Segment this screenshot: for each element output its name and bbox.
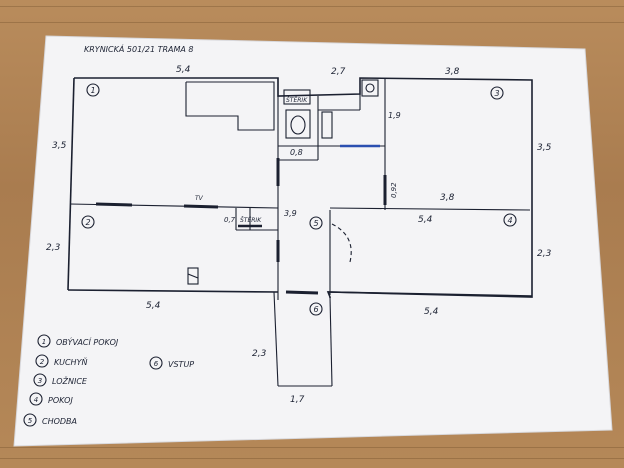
dim-bottom-right: 5,4 [424,307,439,317]
dim-top-left: 5,4 [176,65,191,75]
svg-text:4: 4 [34,396,38,404]
svg-text:4: 4 [507,216,512,225]
dim-top-mid: 2,7 [331,67,346,77]
dim-entry-h: 2,3 [252,349,267,359]
dim-entry-w: 1,7 [290,395,305,405]
svg-text:5: 5 [28,417,33,425]
dim-mid-right2: 5,4 [418,215,433,225]
dim-right-lower: 2,3 [537,249,552,259]
kitchen-appliance [187,267,199,285]
legend-item-2: KUCHYŇ [54,356,87,367]
tv-label: TV [195,195,204,202]
openings [95,144,387,295]
bathroom-fixtures [283,79,379,139]
room-number-2: 2 [81,215,95,229]
dim-left-upper: 3,5 [52,141,67,151]
inner-walls [69,78,531,300]
dim-bath: 1,9 [388,111,401,120]
legend-item-1: OBÝVACÍ POKOJ [56,336,119,347]
legend: 1 OBÝVACÍ POKOJ 2 KUCHYŇ 3 LOŽNICE 4 POK… [23,334,194,427]
dim-top-right: 3,8 [445,67,460,77]
entry-walls [273,291,333,387]
room-number-1: 1 [86,83,100,97]
svg-text:3: 3 [38,377,42,385]
room-number-3: 3 [490,86,504,100]
svg-text:1: 1 [42,338,46,346]
svg-text:1: 1 [90,86,95,95]
kitchen-counter [185,81,275,131]
legend-item-3: LOŽNICE [52,375,88,386]
svg-text:6: 6 [313,305,318,314]
paper-sheet [13,35,613,447]
svg-text:6: 6 [154,360,159,368]
svg-text:2: 2 [40,358,45,366]
dim-bottom-left: 5,4 [146,301,161,311]
room-number-5: 5 [309,216,323,230]
legend-item-6: VSTUP [168,360,194,369]
svg-text:3: 3 [494,89,499,98]
dim-door: 0,8 [290,148,303,157]
door-swing [331,223,352,263]
legend-item-4: POKOJ [48,396,73,405]
sterik-closet-label: ŠTĚRIK [240,216,262,224]
svg-text:5: 5 [313,219,318,228]
room-number-6: 6 [309,302,323,316]
dim-blue: 0,92 [390,182,398,198]
plan-title: KRYNICKÁ 501/21 TRAMA 8 [84,43,194,54]
dim-right-upper: 3,5 [537,143,552,153]
dim-mid-right: 3,8 [440,193,455,203]
sterik-bath-label: ŠTĚRIK [286,96,308,104]
dim-closet: 0,7 [224,216,236,224]
svg-text:2: 2 [85,218,90,227]
legend-item-5: CHODBA [42,417,77,426]
room-number-4: 4 [503,213,517,227]
dim-hall: 3,9 [284,209,297,218]
dim-left-lower: 2,3 [46,243,61,253]
